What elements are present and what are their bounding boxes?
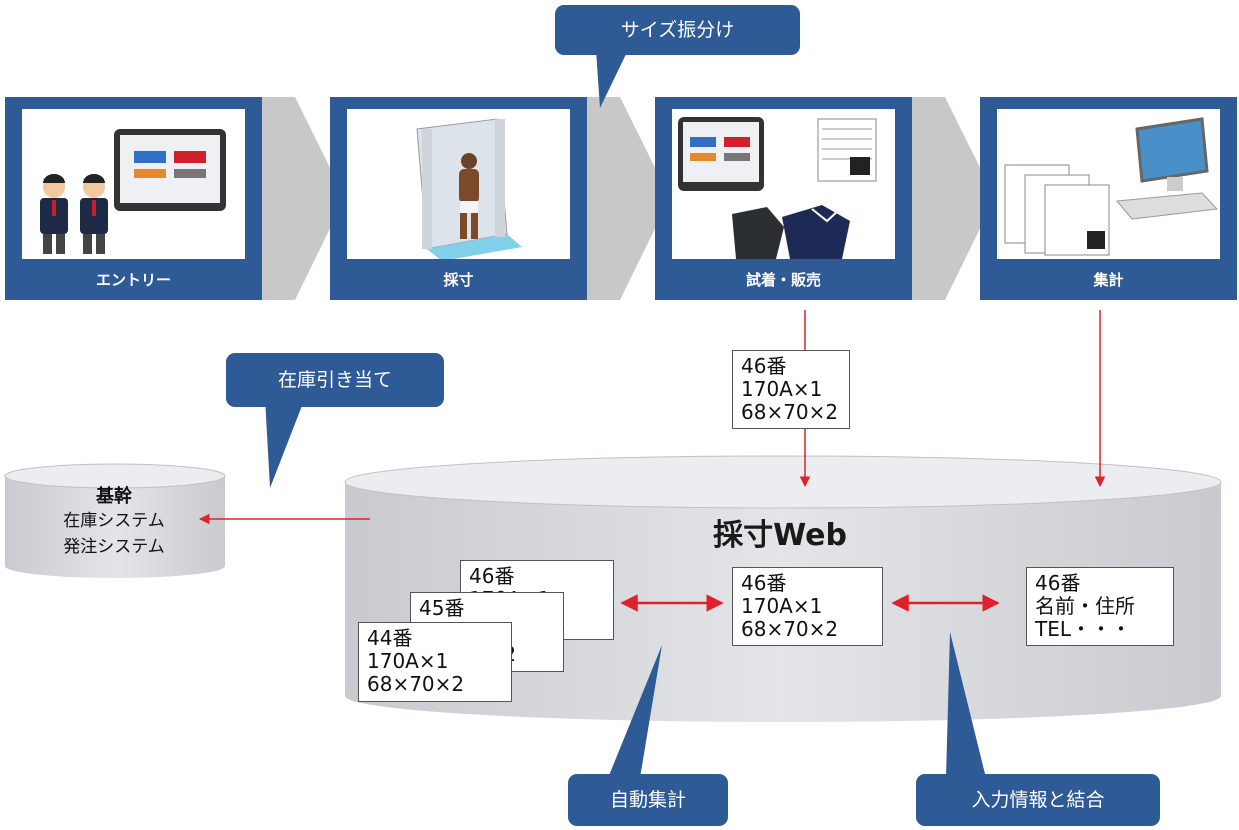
flow-chevron-1 bbox=[262, 97, 345, 300]
stage-total-image bbox=[997, 109, 1220, 259]
student-figure bbox=[80, 174, 108, 254]
stage-label: 集計 bbox=[1093, 271, 1124, 289]
web-db-title: 採寸Web bbox=[713, 518, 847, 553]
callout-auto-total: 自動集計 bbox=[568, 774, 728, 826]
center-record-note: 46番 170A×1 68×70×2 bbox=[732, 567, 883, 646]
record-card-44: 44番 170A×1 68×70×2 bbox=[358, 622, 512, 702]
stage-label: 試着・販売 bbox=[745, 271, 821, 289]
callout-tail-stock bbox=[265, 398, 305, 488]
flow-chevron-3 bbox=[912, 97, 995, 300]
student-figure bbox=[40, 174, 68, 254]
stage-measure-image bbox=[347, 109, 570, 259]
stage-total: 集計 bbox=[980, 97, 1237, 300]
stage-sale-image bbox=[672, 109, 895, 259]
core-system-title: 基幹 bbox=[96, 486, 132, 507]
callout-tail-combine bbox=[946, 632, 986, 778]
stage-label: エントリー bbox=[95, 271, 171, 289]
customer-info-note: 46番 名前・住所 TEL・・・ bbox=[1026, 567, 1174, 646]
stage-entry: エントリー bbox=[5, 97, 262, 300]
scanner-booth-illustration bbox=[416, 118, 522, 259]
stage-sale: 試着・販売 bbox=[655, 97, 912, 300]
callout-size-sort: サイズ振分け bbox=[555, 5, 800, 55]
core-system-cylinder bbox=[4, 463, 226, 578]
flow-chevron-2 bbox=[587, 97, 670, 300]
sale-record-note: 46番 170A×1 68×70×2 bbox=[732, 350, 850, 429]
stage-label: 採寸 bbox=[443, 271, 474, 289]
callout-combine-input: 入力情報と結合 bbox=[916, 774, 1160, 826]
callout-tail-auto bbox=[608, 645, 662, 778]
core-system-line: 発注システム bbox=[63, 537, 165, 557]
callout-tail-size bbox=[596, 50, 628, 108]
core-system: 基幹 在庫システム 発注システム bbox=[0, 482, 228, 560]
stage-measure: 採寸 bbox=[330, 97, 587, 300]
callout-stock-allocation: 在庫引き当て bbox=[226, 353, 444, 407]
core-system-line: 在庫システム bbox=[63, 511, 165, 531]
tablet-form-uniform-illustration bbox=[678, 117, 877, 259]
forms-and-computer-illustration bbox=[1004, 117, 1219, 256]
stage-entry-image bbox=[22, 109, 245, 259]
tablet-and-students-illustration bbox=[40, 129, 226, 254]
